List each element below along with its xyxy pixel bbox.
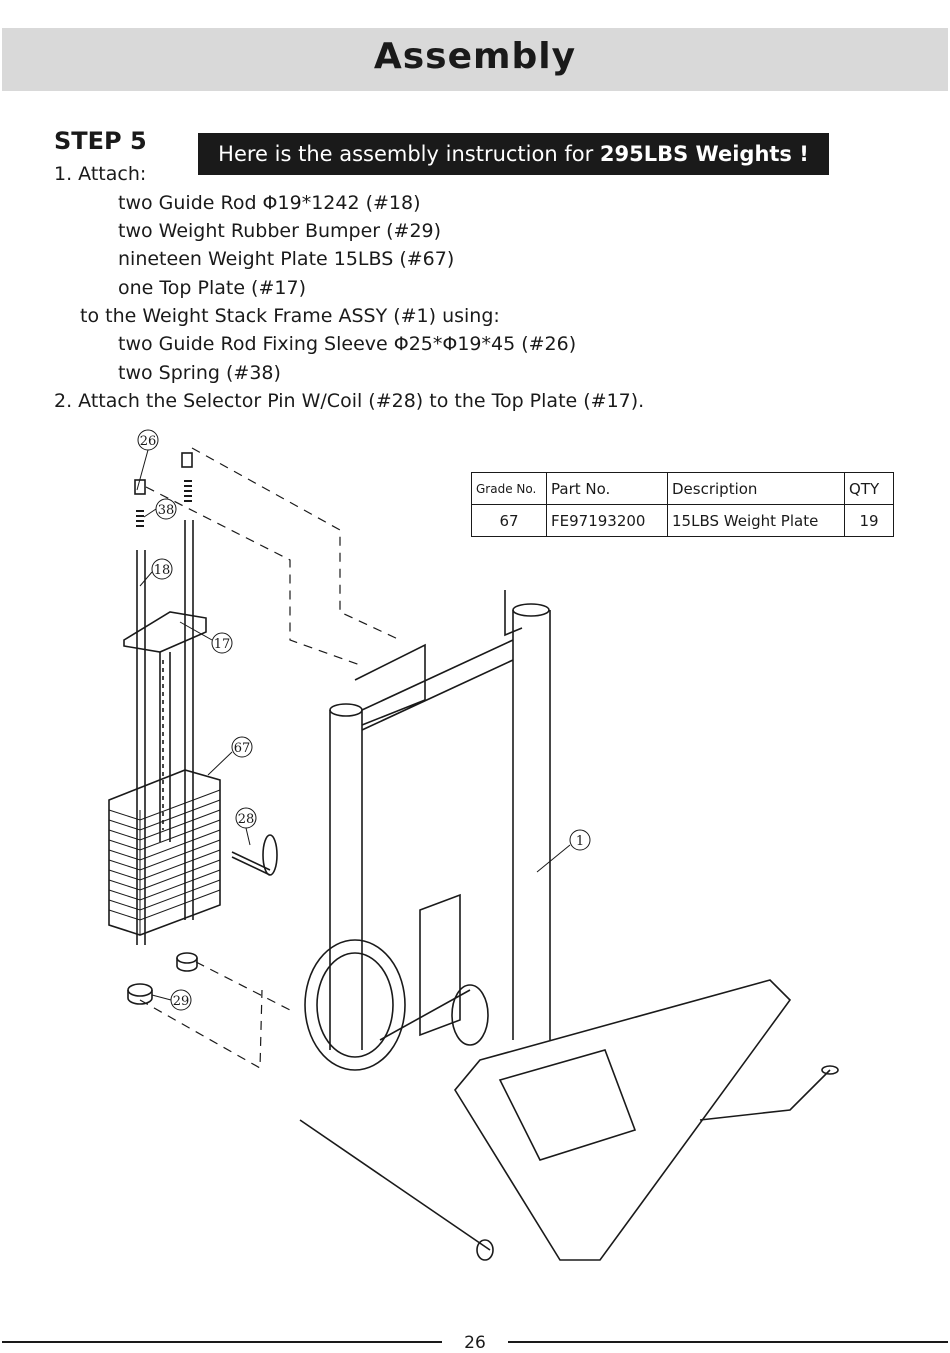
instruction-line: 1. Attach: [54, 163, 147, 185]
weights-banner: Here is the assembly instruction for 295… [198, 133, 829, 175]
table-header-row: Grade No. Part No. Description QTY [471, 472, 894, 505]
callout-label-1: 1 [576, 834, 584, 849]
weight-stack [108, 452, 278, 1005]
banner-bold-text: 295LBS Weights ! [599, 142, 809, 166]
banner-text: Here is the assembly instruction for [218, 142, 600, 166]
instruction-line: two Spring (#38) [118, 362, 281, 384]
page-title: Assembly [373, 36, 577, 77]
callout-17 [211, 632, 233, 654]
instruction-line: to the Weight Stack Frame ASSY (#1) usin… [80, 305, 500, 327]
cell-grade-no: 67 [471, 504, 547, 537]
callout-label-67: 67 [234, 741, 251, 756]
footer-rule-left [2, 1341, 442, 1343]
instruction-line: nineteen Weight Plate 15LBS (#67) [118, 248, 455, 270]
cell-part-no: FE97193200 [546, 504, 668, 537]
callout-label-17: 17 [214, 637, 231, 652]
header-qty: QTY [844, 472, 894, 505]
header-grade-no: Grade No. [471, 472, 547, 505]
instruction-line: two Guide Rod Φ19*1242 (#18) [118, 192, 421, 214]
header-part-no: Part No. [546, 472, 668, 505]
weight-stack-frame [299, 590, 839, 1261]
page-number: 26 [464, 1333, 486, 1353]
callout-label-38: 38 [158, 503, 175, 518]
footer-rule-right [508, 1341, 948, 1343]
instruction-line: two Weight Rubber Bumper (#29) [118, 220, 442, 242]
callouts [136, 429, 591, 1011]
callout-label-28: 28 [238, 812, 255, 827]
instruction-line: 2. Attach the Selector Pin W/Coil (#28) … [54, 390, 645, 412]
header-bar [2, 28, 948, 91]
cell-description: 15LBS Weight Plate [667, 504, 845, 537]
callout-label-18: 18 [154, 563, 171, 578]
callout-67 [231, 736, 253, 758]
callout-18 [151, 558, 173, 580]
step-title: STEP 5 [54, 127, 147, 155]
callout-label-29: 29 [173, 994, 190, 1009]
instruction-line: two Guide Rod Fixing Sleeve Φ25*Φ19*45 (… [118, 333, 577, 355]
callout-label-26: 26 [140, 434, 157, 449]
parts-table: Grade No. Part No. Description QTY 67 FE… [471, 472, 894, 537]
callout-1 [569, 829, 591, 851]
table-row: 67 FE97193200 15LBS Weight Plate 19 [471, 504, 894, 537]
cell-qty: 19 [844, 504, 894, 537]
dashed-guide-lines [139, 447, 401, 1070]
instruction-line: one Top Plate (#17) [118, 277, 306, 299]
